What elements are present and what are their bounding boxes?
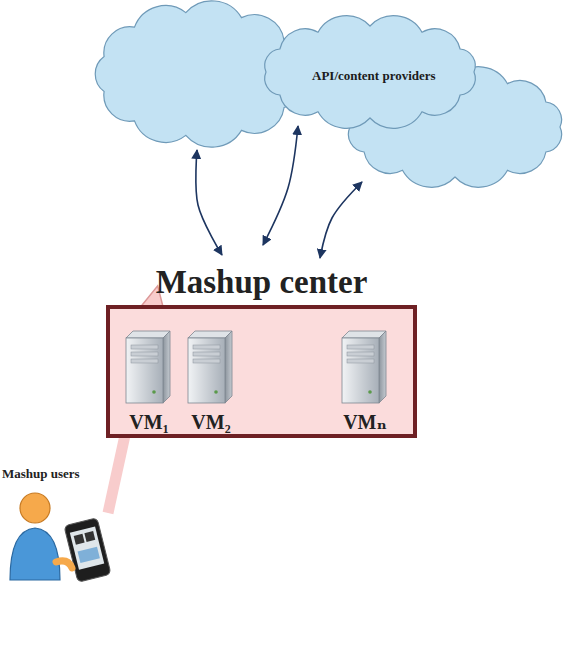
cloud-label: API/content providers <box>312 68 436 84</box>
center-heading: Mashup center <box>106 262 417 302</box>
double-arrow <box>320 182 362 258</box>
cloud-outline <box>265 16 476 129</box>
user-label: Mashup users <box>2 466 80 482</box>
cloud-shape <box>0 0 564 192</box>
server-label: VM₁ <box>118 410 180 434</box>
server-icon <box>334 330 392 406</box>
user-icon <box>2 462 114 612</box>
user-node: Mashup users <box>2 462 114 612</box>
double-arrow <box>196 150 222 255</box>
server-icon <box>180 330 238 406</box>
center-box: Mashup centerVM₁VM₂ VMₙ <box>106 262 417 438</box>
server-node: VMₙ <box>334 330 396 438</box>
server-label: VM₂ <box>180 410 242 434</box>
server-node: VM₂ <box>180 330 242 438</box>
server-label: VMₙ <box>334 410 396 434</box>
server-node: VM₁ <box>118 330 180 438</box>
cloud-node: API/content providers <box>0 0 564 192</box>
double-arrow <box>263 126 298 245</box>
server-icon <box>118 330 176 406</box>
